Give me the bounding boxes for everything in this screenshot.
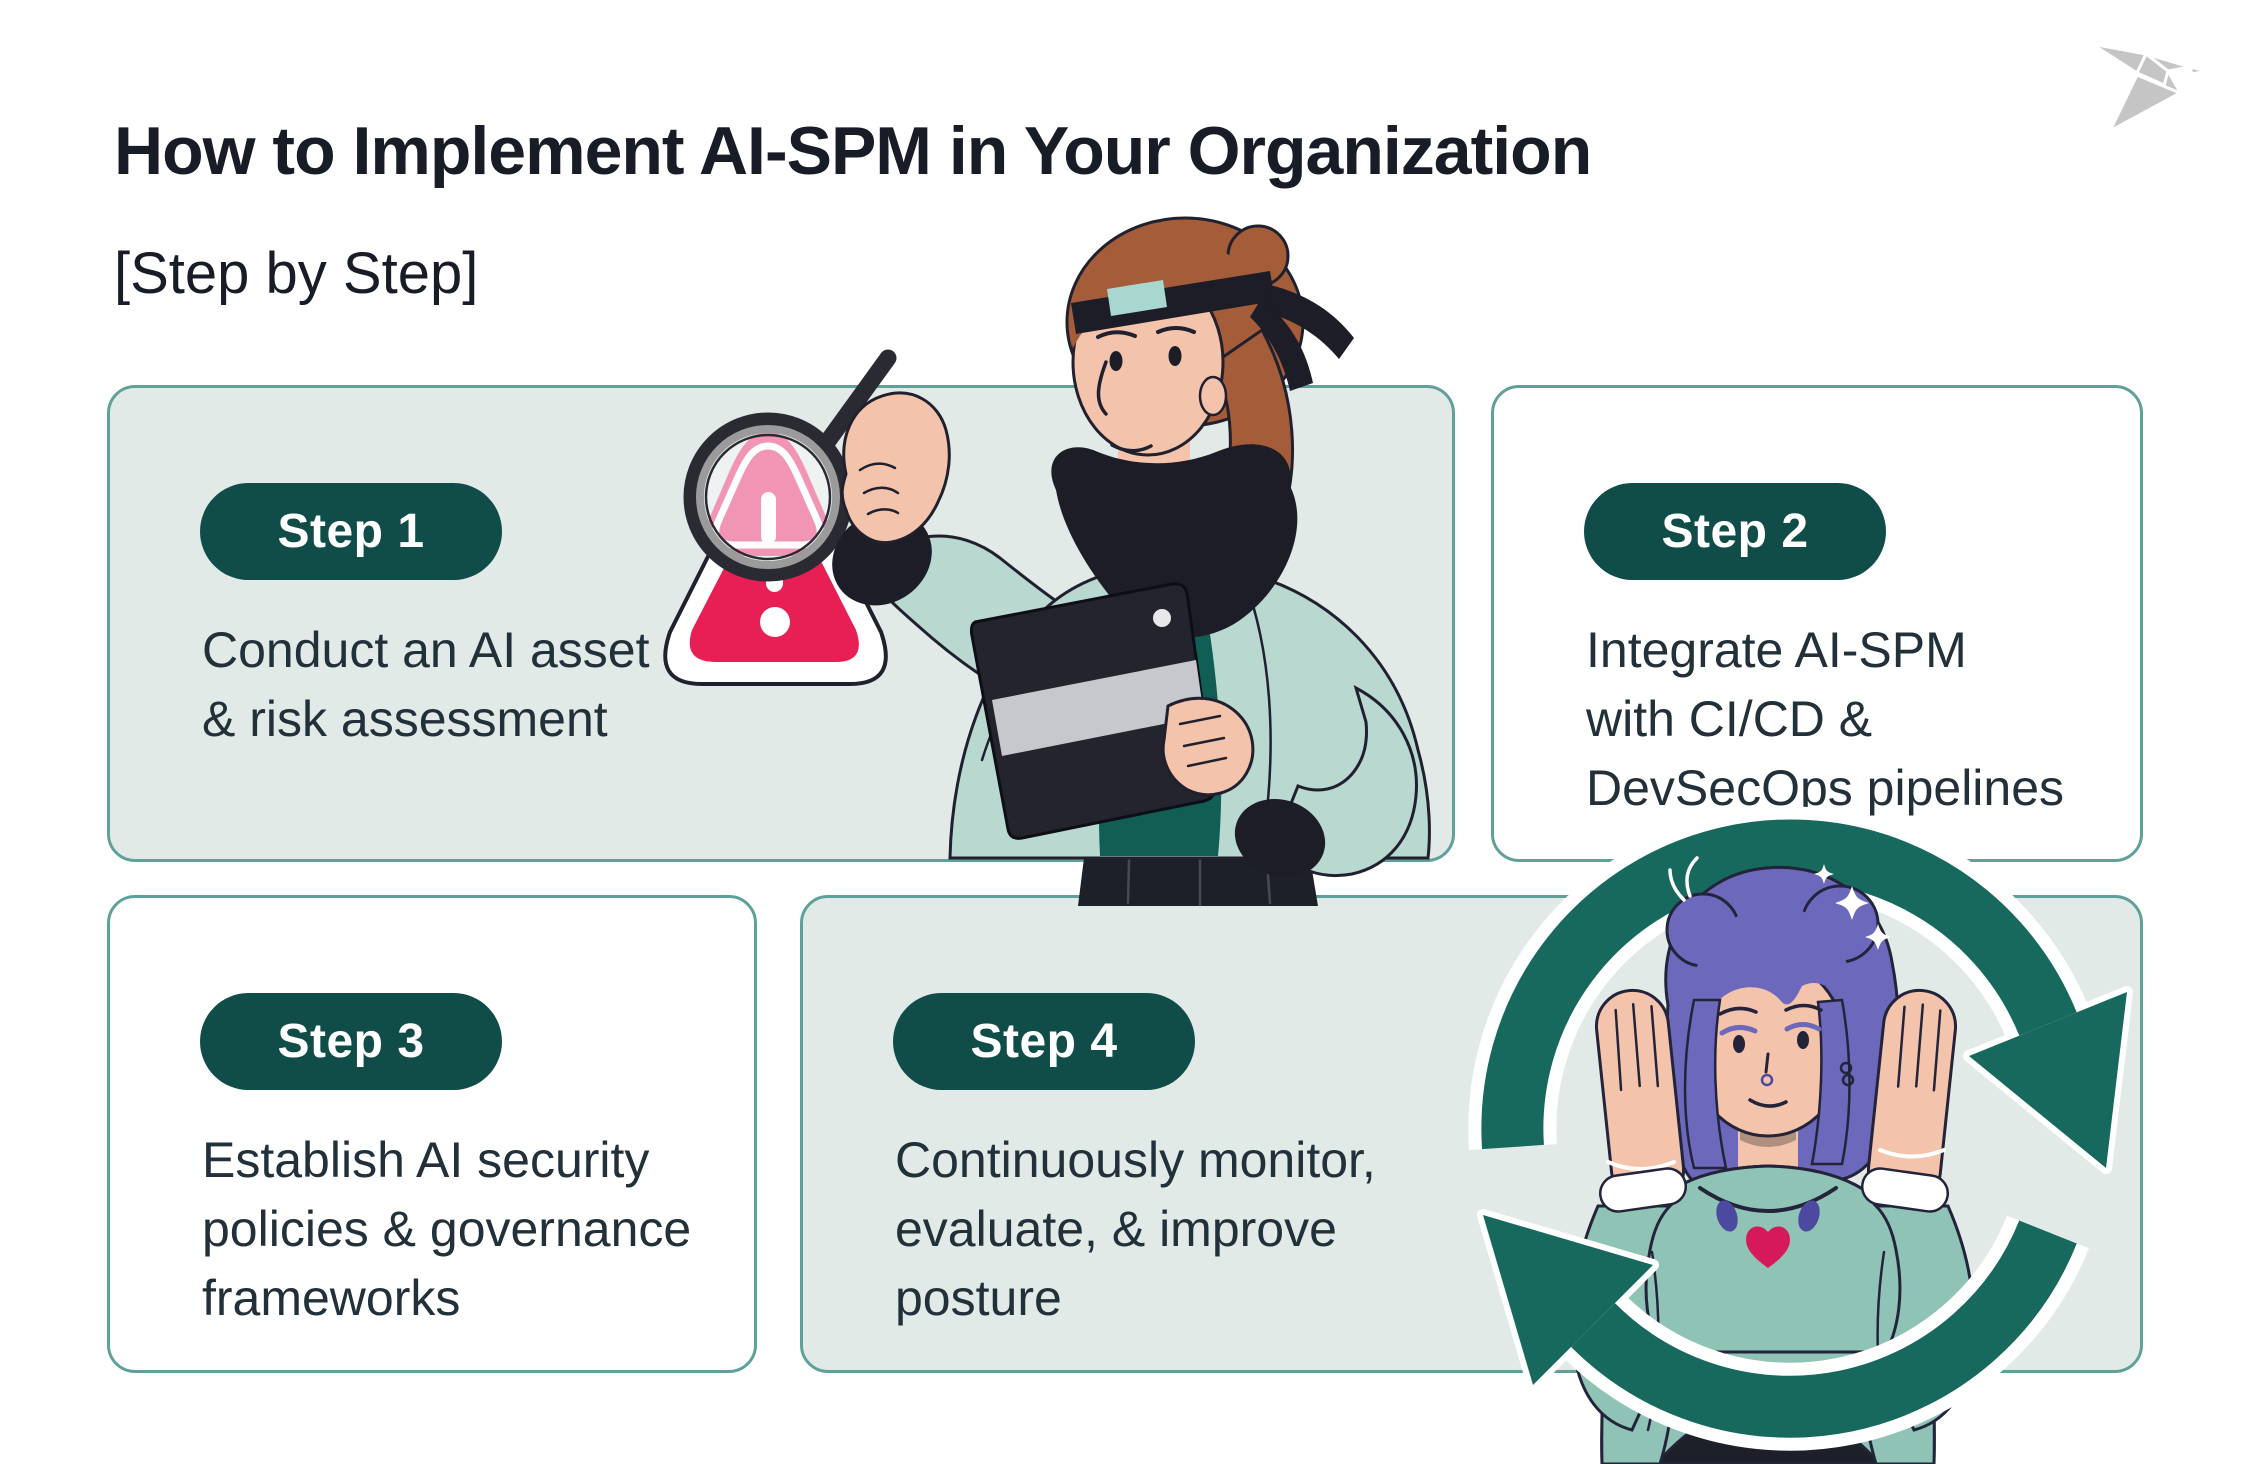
step-4-card: Step 4 Continuously monitor, evaluate, &…: [800, 895, 2143, 1373]
step-3-text: Establish AI security policies & governa…: [202, 1132, 692, 1326]
step-4-badge: Step 4: [893, 993, 1195, 1090]
step-2-badge: Step 2: [1584, 483, 1886, 580]
step-2-card: Step 2 Integrate AI-SPM with CI/CD & Dev…: [1491, 385, 2143, 862]
step-1-badge: Step 1: [200, 483, 502, 580]
page-subtitle: [Step by Step]: [114, 241, 479, 306]
step-1-text: Conduct an AI asset & risk assessment: [202, 622, 650, 747]
step-1-card: Step 1 Conduct an AI asset & risk assess…: [107, 385, 1455, 862]
step-2-text: Integrate AI-SPM with CI/CD & DevSecOps …: [1586, 622, 2065, 816]
step-3-badge: Step 3: [200, 993, 502, 1090]
origami-bird-logo: [2090, 42, 2209, 133]
page-title: How to Implement AI-SPM in Your Organiza…: [114, 113, 1592, 189]
step-4-text: Continuously monitor, evaluate, & improv…: [895, 1132, 1376, 1326]
step-3-card: Step 3 Establish AI security policies & …: [107, 895, 757, 1373]
